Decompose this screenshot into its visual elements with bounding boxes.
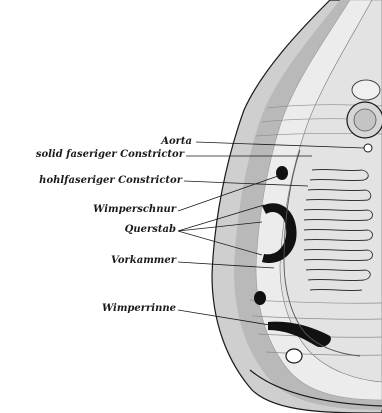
label-wimperrinne: Wimperrinne: [102, 303, 176, 315]
label-hohl-constrictor: hohlfaseriger Constrictor: [39, 175, 182, 187]
label-querstab: Querstab: [125, 224, 176, 236]
label-vorkammer: Vorkammer: [111, 255, 176, 267]
label-aorta: Aorta: [161, 136, 192, 148]
label-solid-constrictor: solid faseriger Constrictor: [36, 149, 184, 161]
label-wimperschnur: Wimperschnur: [93, 204, 176, 216]
